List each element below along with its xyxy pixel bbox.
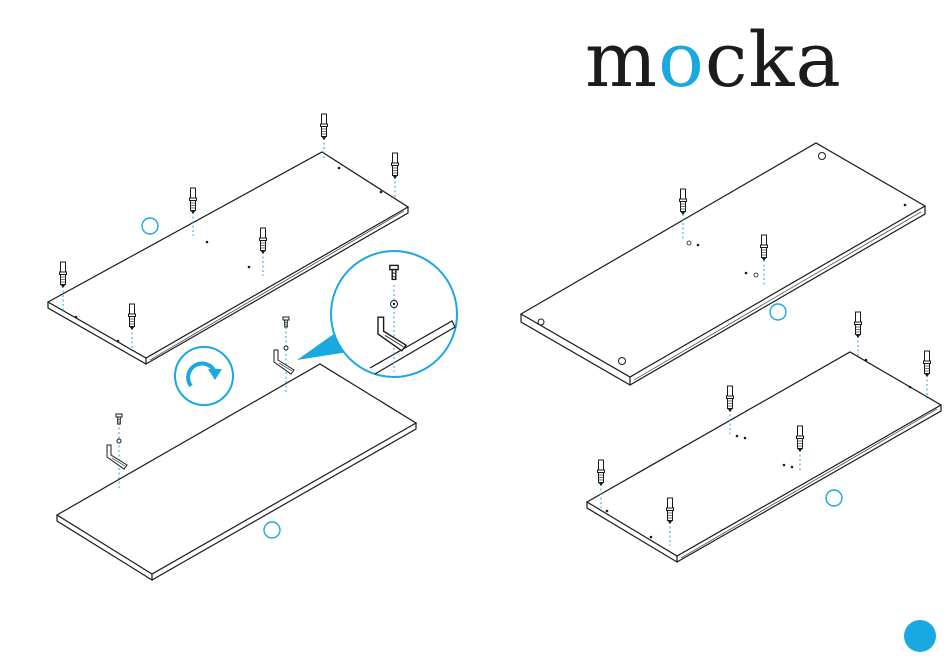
cam-dowel	[855, 312, 862, 338]
part-label-circle	[142, 218, 158, 234]
rotate-arrow-icon	[175, 347, 233, 405]
part-label-circle	[264, 522, 280, 538]
part-label-circle	[770, 304, 786, 320]
cam-dowel	[667, 498, 674, 524]
cam-dowel	[924, 351, 931, 377]
part-label-circle	[826, 490, 842, 506]
cam-dowel	[129, 304, 136, 330]
l-bracket	[274, 350, 294, 374]
cam-dowel	[797, 426, 804, 452]
cam-dowel	[260, 228, 267, 254]
l-bracket	[107, 445, 127, 469]
cam-dowel	[598, 460, 605, 486]
cam-dowel	[60, 262, 67, 288]
screw	[283, 317, 289, 327]
cam-dowel	[680, 189, 687, 215]
cam-dowel	[321, 114, 328, 140]
screw	[116, 414, 122, 424]
cam-dowel	[392, 153, 399, 179]
cam-dowel	[727, 386, 734, 412]
page-dot-icon	[904, 620, 936, 652]
top-right-board	[521, 143, 925, 385]
cam-dowel	[190, 188, 197, 214]
magnify-callout-icon	[297, 251, 457, 377]
cam-dowel	[761, 235, 768, 261]
